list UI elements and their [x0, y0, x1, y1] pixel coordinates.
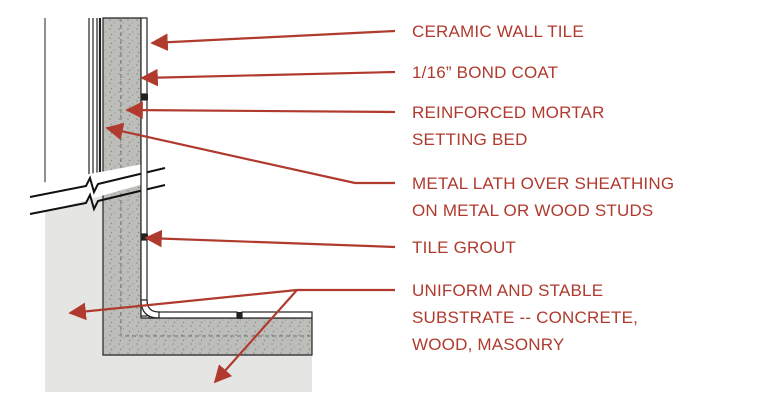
- label-lath-line1: METAL LATH OVER SHEATHING: [412, 174, 674, 193]
- label-lath-line2: ON METAL OR WOOD STUDS: [412, 201, 653, 220]
- arrow-bond-coat: [140, 68, 396, 87]
- wall-framing: [44, 18, 102, 200]
- label-bond-coat: 1/16” BOND COAT: [412, 63, 558, 82]
- label-mortar-line2: SETTING BED: [412, 130, 528, 149]
- label-substrate-line2: SUBSTRATE -- CONCRETE,: [412, 308, 638, 327]
- arrow-ceramic-wall-tile: [150, 29, 396, 52]
- callout-arrows: [68, 29, 396, 384]
- arrow-tile-grout: [144, 229, 396, 249]
- ceramic-wall-tiles: [140, 17, 148, 317]
- arrow-mortar-bed: [125, 101, 396, 119]
- arrow-metal-lath: [105, 122, 395, 185]
- label-mortar-line1: REINFORCED MORTAR: [412, 103, 605, 122]
- label-substrate-line3: WOOD, MASONRY: [412, 335, 564, 354]
- break-line: [29, 160, 166, 216]
- label-tile-grout: TILE GROUT: [412, 238, 516, 257]
- label-ceramic-wall-tile: CERAMIC WALL TILE: [412, 22, 584, 41]
- label-substrate-line1: UNIFORM AND STABLE: [412, 281, 603, 300]
- arrow-substrate-down: [213, 289, 298, 384]
- floor-tiles: [148, 311, 313, 319]
- tile-grout-joints: [141, 94, 242, 319]
- callout-labels: CERAMIC WALL TILE 1/16” BOND COAT REINFO…: [412, 22, 674, 354]
